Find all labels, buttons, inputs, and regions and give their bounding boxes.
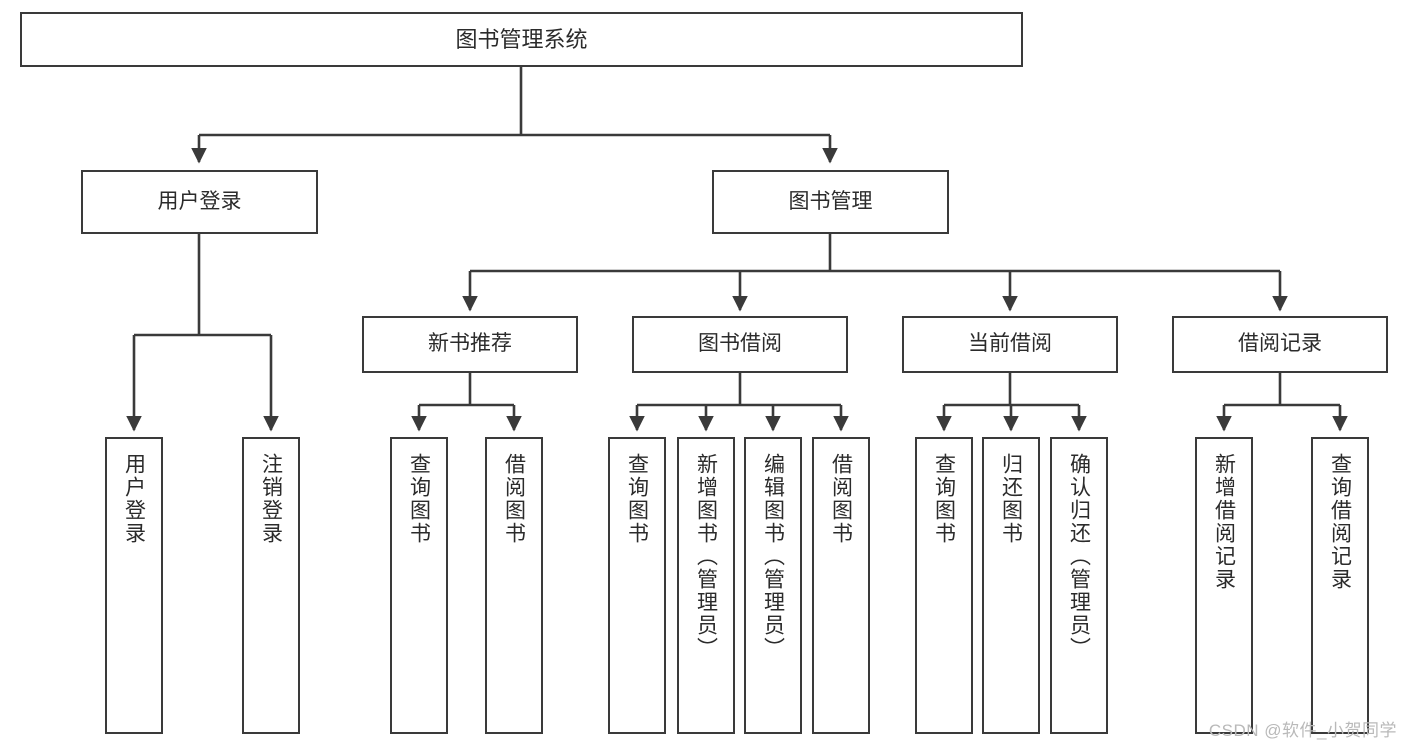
leaf-current-confirm-return[interactable]: 确认归还（管理员） xyxy=(1050,437,1108,734)
leaf-current-return-book-label: 归还图书 xyxy=(999,453,1023,545)
leaf-borrow-borrow-book[interactable]: 借阅图书 xyxy=(812,437,870,734)
leaf-current-return-book[interactable]: 归还图书 xyxy=(982,437,1040,734)
node-root[interactable]: 图书管理系统 xyxy=(20,12,1023,67)
leaf-borrow-edit-book[interactable]: 编辑图书（管理员） xyxy=(744,437,802,734)
node-book-management-label: 图书管理 xyxy=(788,189,873,213)
leaf-recommend-borrow-book-label: 借阅图书 xyxy=(502,453,526,545)
leaf-recommend-query-book[interactable]: 查询图书 xyxy=(390,437,448,734)
node-user-login-label: 用户登录 xyxy=(157,189,242,213)
leaf-user-login-signout-label: 注销登录 xyxy=(259,453,283,545)
node-current-borrow-label: 当前借阅 xyxy=(968,332,1052,356)
leaf-record-add-record[interactable]: 新增借阅记录 xyxy=(1195,437,1253,734)
leaf-borrow-borrow-book-label: 借阅图书 xyxy=(829,453,853,545)
leaf-record-query-record-label: 查询借阅记录 xyxy=(1328,453,1352,591)
leaf-recommend-query-book-label: 查询图书 xyxy=(407,453,431,545)
leaf-record-add-record-label: 新增借阅记录 xyxy=(1212,453,1236,591)
node-borrow-record-label: 借阅记录 xyxy=(1238,332,1322,356)
leaf-user-login-signin[interactable]: 用户登录 xyxy=(105,437,163,734)
node-borrow-record[interactable]: 借阅记录 xyxy=(1172,316,1388,373)
leaf-current-query-book[interactable]: 查询图书 xyxy=(915,437,973,734)
leaf-user-login-signout[interactable]: 注销登录 xyxy=(242,437,300,734)
node-book-borrow[interactable]: 图书借阅 xyxy=(632,316,848,373)
node-current-borrow[interactable]: 当前借阅 xyxy=(902,316,1118,373)
node-book-management[interactable]: 图书管理 xyxy=(712,170,949,234)
leaf-borrow-add-book[interactable]: 新增图书（管理员） xyxy=(677,437,735,734)
leaf-record-query-record[interactable]: 查询借阅记录 xyxy=(1311,437,1369,734)
leaf-user-login-signin-label: 用户登录 xyxy=(122,453,146,545)
leaf-current-query-book-label: 查询图书 xyxy=(932,453,956,545)
watermark: CSDN @软件_小贺同学 xyxy=(1208,721,1397,740)
node-root-label: 图书管理系统 xyxy=(455,26,588,52)
node-user-login[interactable]: 用户登录 xyxy=(81,170,318,234)
leaf-borrow-add-book-label: 新增图书（管理员） xyxy=(694,453,718,660)
node-new-book-recommend-label: 新书推荐 xyxy=(428,332,512,356)
leaf-borrow-edit-book-label: 编辑图书（管理员） xyxy=(761,453,785,660)
node-new-book-recommend[interactable]: 新书推荐 xyxy=(362,316,578,373)
leaf-borrow-query-book-label: 查询图书 xyxy=(625,453,649,545)
leaf-borrow-query-book[interactable]: 查询图书 xyxy=(608,437,666,734)
leaf-recommend-borrow-book[interactable]: 借阅图书 xyxy=(485,437,543,734)
leaf-current-confirm-return-label: 确认归还（管理员） xyxy=(1067,453,1091,660)
node-book-borrow-label: 图书借阅 xyxy=(698,332,782,356)
